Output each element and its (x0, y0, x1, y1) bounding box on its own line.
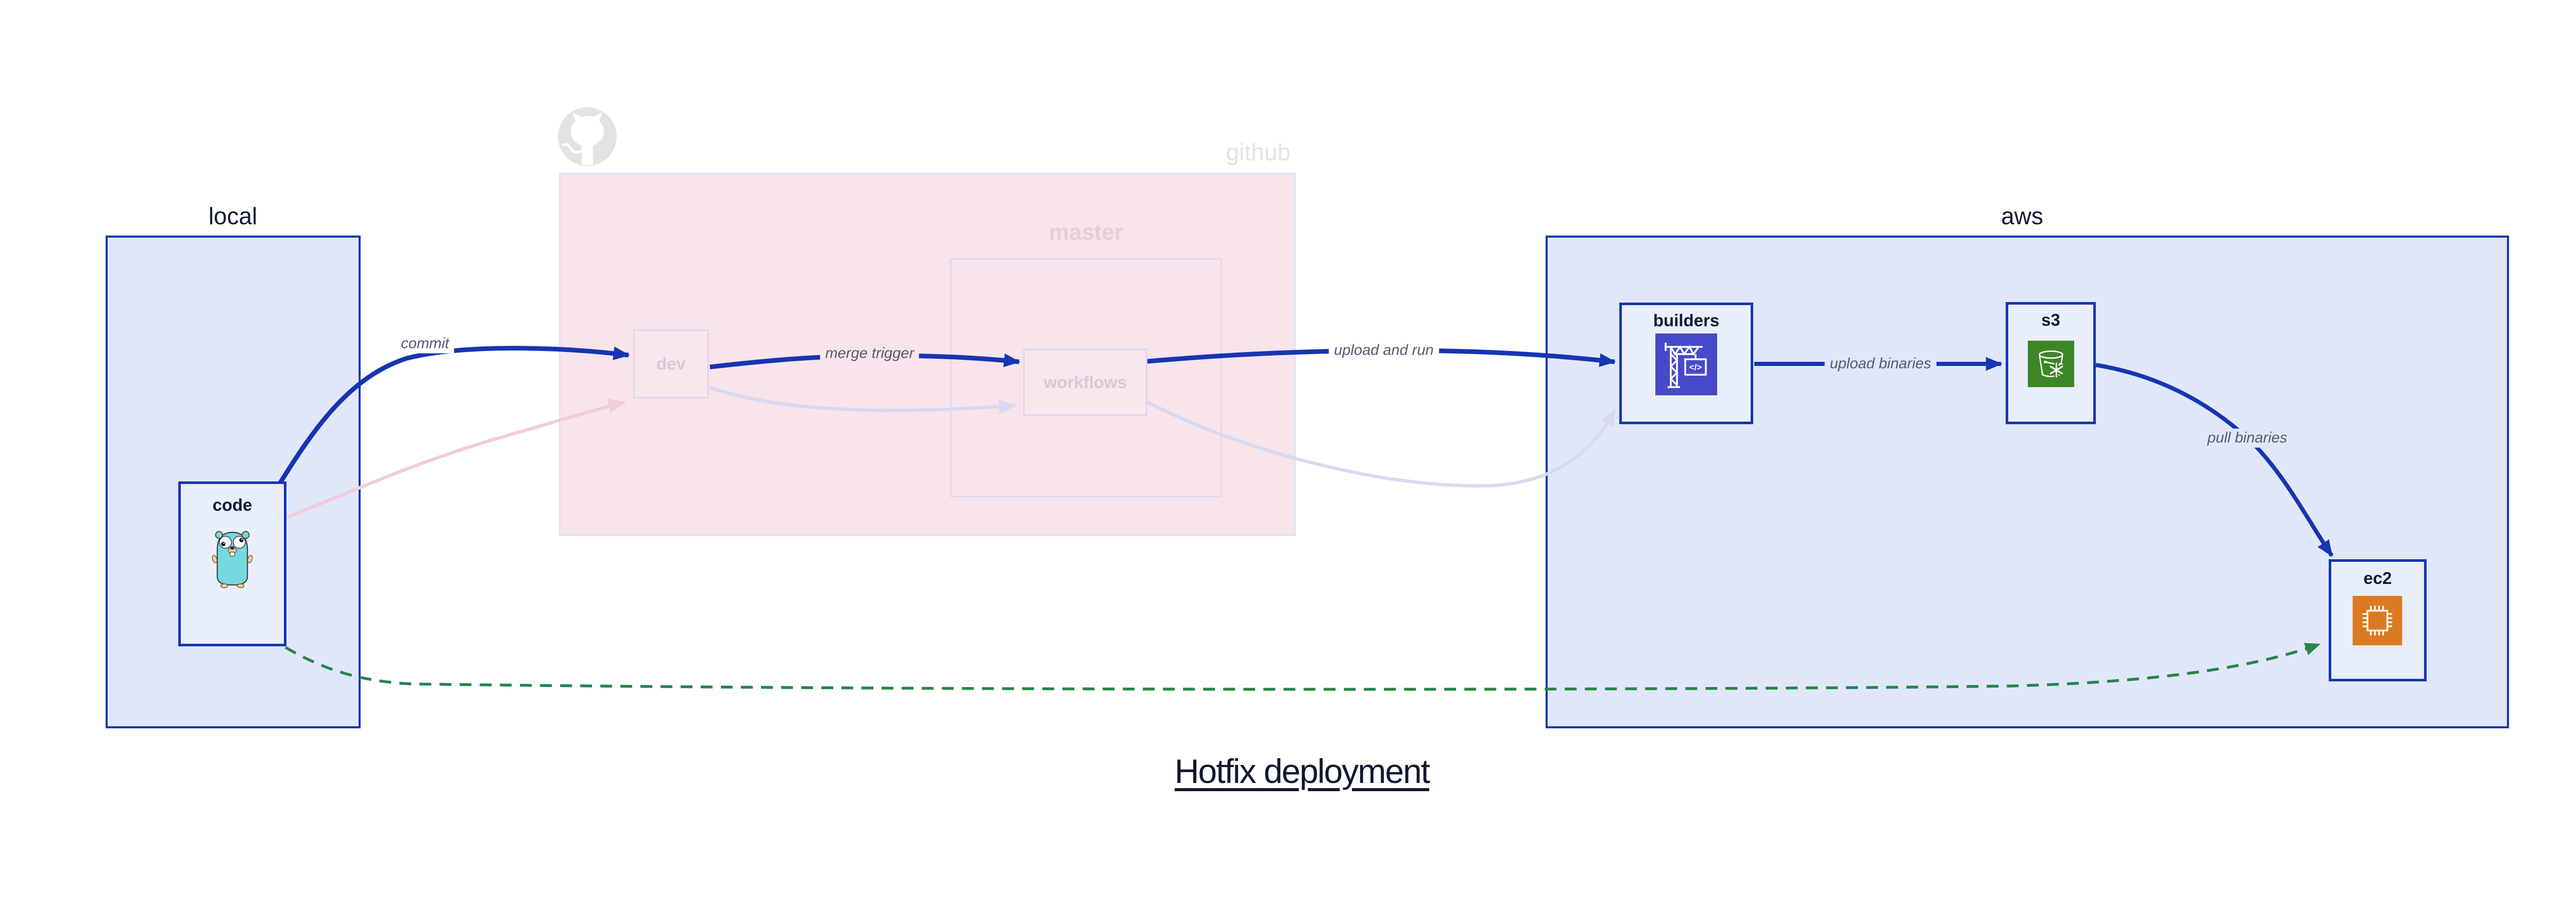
edge-merge-trigger-label: merge trigger (820, 344, 920, 363)
s3-bucket-snowflake-icon (2027, 341, 2075, 387)
edge-upload-and-run-label: upload and run (1329, 341, 1439, 360)
node-ec2-label: ec2 (2363, 569, 2392, 588)
node-code: code (178, 481, 286, 646)
node-builders: builders </> (1619, 303, 1753, 424)
node-dev: dev (633, 329, 709, 398)
node-s3: s3 (2006, 302, 2096, 424)
diagram-title: Hotfix deployment (0, 751, 2576, 791)
github-octocat-icon (556, 106, 618, 168)
group-local-label: local (208, 203, 258, 229)
edge-commit-label: commit (396, 334, 454, 354)
group-github-label: github (1226, 139, 1291, 165)
node-workflows: workflows (1023, 349, 1147, 416)
node-workflows-label: workflows (1043, 373, 1127, 392)
codebuild-crane-icon: </> (1655, 333, 1717, 395)
node-builders-label: builders (1653, 311, 1720, 330)
group-master-label: master (1048, 220, 1124, 245)
node-code-label: code (212, 495, 252, 514)
node-s3-label: s3 (2041, 310, 2060, 329)
node-dev-label: dev (656, 354, 686, 373)
edge-upload-binaries-label: upload binaries (1824, 354, 1937, 374)
edge-pull-binaries-label: pull binaries (2202, 428, 2293, 448)
builders-code-glyph: </> (1689, 362, 1702, 372)
go-gopher-icon (209, 526, 256, 591)
node-ec2: ec2 (2329, 559, 2427, 681)
group-aws-label: aws (2001, 203, 2043, 229)
group-master (950, 258, 1222, 497)
ec2-chip-icon (2352, 596, 2402, 645)
diagram-title-text: Hotfix deployment (1174, 752, 1430, 790)
